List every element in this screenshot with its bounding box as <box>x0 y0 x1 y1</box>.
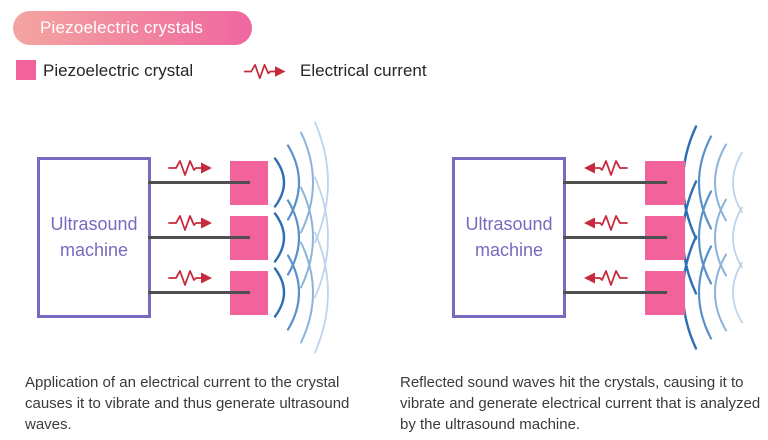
wire <box>563 291 667 294</box>
legend-crystal-label: Piezoelectric crystal <box>43 61 194 80</box>
wire <box>148 181 250 184</box>
wave-arc-set-1 <box>681 125 698 350</box>
piezoelectric-crystal <box>230 271 268 315</box>
title-badge-label: Piezoelectric crystals <box>40 18 204 37</box>
electrical-current-left-icon <box>584 160 628 176</box>
wave-arc-set-4 <box>314 121 329 354</box>
electrical-current-right-icon <box>168 270 212 286</box>
ultrasound-machine-box: Ultrasound machine <box>452 157 566 318</box>
piezoelectric-crystal <box>645 161 685 205</box>
piezoelectric-crystal <box>645 271 685 315</box>
wave-arc-set-1 <box>273 157 286 318</box>
outgoing-sound-waves <box>273 121 329 354</box>
electrical-current-left-icon <box>584 215 628 231</box>
wire <box>563 181 667 184</box>
piezoelectric-crystal <box>645 216 685 260</box>
wave-arc-set-2 <box>286 144 301 331</box>
crystal-swatch-icon <box>16 60 36 80</box>
incoming-sound-waves <box>681 125 743 350</box>
electrical-current-right-icon <box>168 160 212 176</box>
ultrasound-machine-box: Ultrasound machine <box>37 157 151 318</box>
wave-arc-set-4 <box>732 151 743 324</box>
piezoelectric-crystal <box>230 216 268 260</box>
piezoelectric-crystal <box>230 161 268 205</box>
title-badge: Piezoelectric crystals <box>13 11 252 45</box>
ultrasound-machine-label: Ultrasound machine <box>50 214 138 260</box>
wave-arc-set-2 <box>697 135 713 340</box>
wave-arc-set-3 <box>714 143 727 332</box>
legend-current-label: Electrical current <box>300 61 427 80</box>
caption-receive: Reflected sound waves hit the crystals, … <box>400 374 761 433</box>
wave-arc-set-3 <box>300 131 314 344</box>
electrical-current-right-icon <box>168 215 212 231</box>
electrical-current-icon <box>243 63 286 80</box>
caption-emit: Application of an electrical current to … <box>25 374 350 433</box>
ultrasound-machine-label: Ultrasound machine <box>465 214 553 260</box>
electrical-current-left-icon <box>584 270 628 286</box>
wire <box>563 236 667 239</box>
wire <box>148 291 250 294</box>
wire <box>148 236 250 239</box>
